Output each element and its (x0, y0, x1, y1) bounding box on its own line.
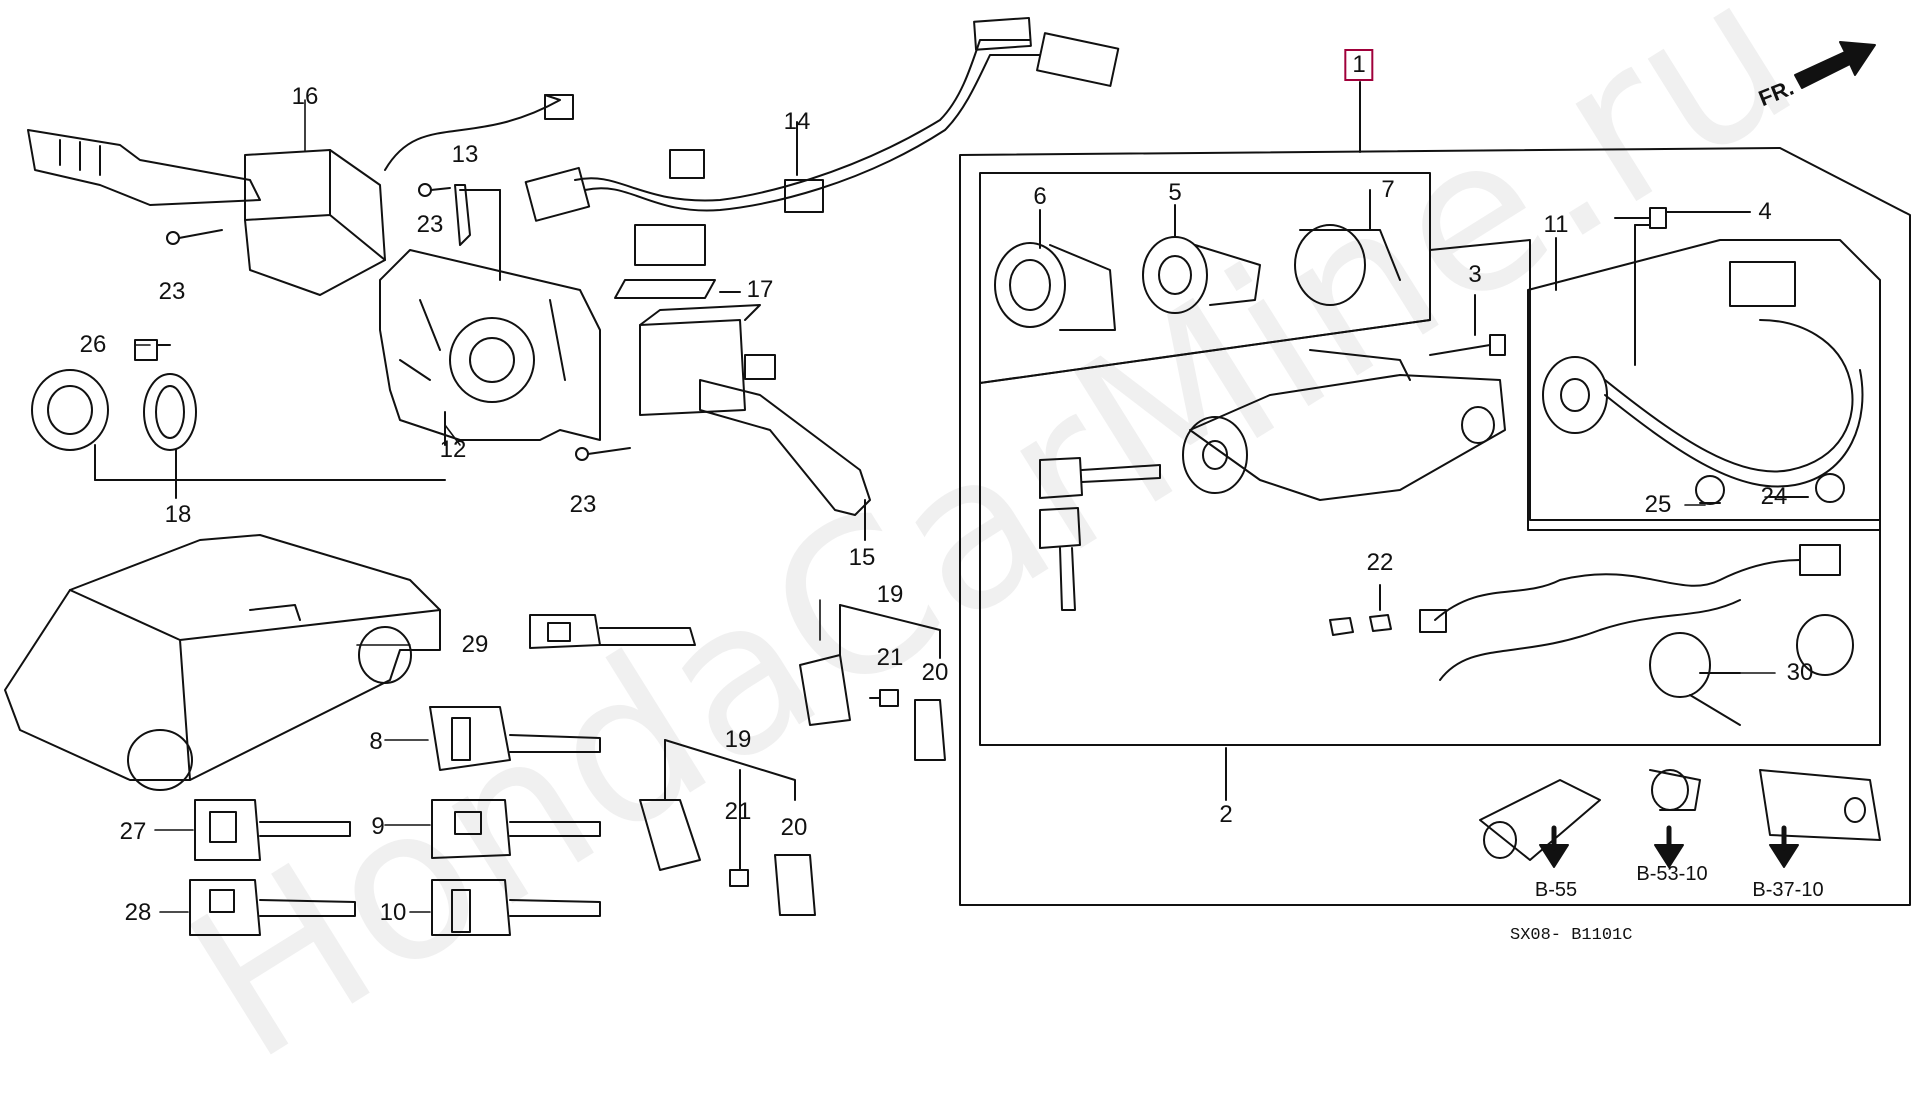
wire-harness-14 (524, 16, 1120, 266)
bolt-26 (134, 339, 171, 361)
pad-17 (614, 279, 741, 299)
lock-cylinder-6 (994, 209, 1116, 331)
callout-1: 1 (1344, 49, 1374, 81)
cover-7 (1294, 189, 1401, 306)
reference-b37-10: B-37-10 (1752, 879, 1824, 901)
key-28 (189, 879, 356, 936)
front-arrow-icon (1794, 41, 1876, 89)
leader-18 (94, 444, 446, 499)
callout-5: 5 (1168, 179, 1182, 206)
screw-23-b (418, 183, 451, 197)
callout-17: 17 (746, 276, 774, 303)
key-9 (431, 799, 601, 859)
callout-20-a: 20 (921, 659, 949, 686)
callout-26: 26 (79, 331, 107, 358)
key-27 (194, 799, 351, 861)
callout-22: 22 (1366, 549, 1394, 576)
callout-21-b: 21 (724, 798, 752, 825)
callout-11: 11 (1543, 211, 1569, 238)
ring-18-b (143, 373, 197, 451)
callout-13: 13 (451, 141, 479, 168)
callout-2: 2 (1219, 801, 1233, 828)
reference-part-b37-10 (1759, 769, 1881, 868)
lock-cylinder-5 (1142, 204, 1261, 314)
callout-18: 18 (164, 501, 192, 528)
callout-23-b: 23 (416, 211, 444, 238)
screw-4 (1614, 207, 1751, 229)
clip-13 (454, 184, 471, 246)
callout-25: 25 (1644, 491, 1672, 518)
switch-19-b (639, 739, 796, 871)
callout-19-b: 19 (724, 726, 752, 753)
callout-4: 4 (1758, 198, 1772, 225)
ignition-switch-11 (1542, 224, 1864, 488)
ring-18-a (31, 369, 109, 451)
callout-30: 30 (1786, 659, 1814, 686)
cable-reel-12 (379, 189, 601, 446)
switch-19-a (799, 604, 941, 726)
key-29 (529, 614, 696, 649)
callout-14: 14 (783, 108, 811, 135)
callout-19-a: 19 (876, 581, 904, 608)
key-light-harness (1329, 544, 1841, 681)
callout-10: 10 (379, 899, 407, 926)
bolt-3 (1429, 294, 1506, 356)
callout-28: 28 (124, 899, 152, 926)
callout-20-b: 20 (780, 814, 808, 841)
callout-9: 9 (371, 813, 385, 840)
reference-part-b53-10 (1649, 769, 1701, 868)
callout-29: 29 (461, 631, 489, 658)
diagram-drawing (4, 16, 1911, 936)
vehicle-outline (4, 534, 441, 791)
cap-20-b (774, 854, 816, 916)
callout-21-a: 21 (876, 644, 904, 671)
callout-15: 15 (848, 544, 876, 571)
reference-b55: B-55 (1534, 879, 1578, 901)
callout-7: 7 (1381, 176, 1395, 203)
parts-diagram: HondaCarMine.ru (4, 0, 1911, 1108)
callout-12: 12 (439, 436, 467, 463)
reference-part-b55 (1479, 779, 1601, 868)
assembly-frame (959, 81, 1911, 906)
callout-8: 8 (369, 728, 383, 755)
callout-16: 16 (291, 83, 319, 110)
callout-27: 27 (119, 818, 147, 845)
cap-20-a (914, 699, 946, 761)
combination-switch-16 (27, 94, 574, 296)
callout-3: 3 (1468, 261, 1482, 288)
leader-lines (134, 99, 1791, 913)
key-8 (429, 706, 601, 771)
steering-lock-body (1182, 349, 1506, 501)
callout-23-c: 23 (569, 491, 597, 518)
bolt-21-a (869, 689, 899, 707)
drawing-code: SX08- B1101C (1510, 926, 1633, 945)
bolt-21-b (729, 769, 749, 887)
wiper-switch-15 (639, 304, 871, 541)
cable-tie-30 (1649, 614, 1854, 726)
clamp-25 (1695, 475, 1725, 505)
reference-b53-10: B-53-10 (1636, 863, 1708, 885)
screw-23-c (575, 447, 631, 461)
ignition-key-set (1039, 457, 1161, 611)
key-10 (431, 879, 601, 936)
callout-24: 24 (1760, 483, 1788, 510)
callout-23-a: 23 (158, 278, 186, 305)
screw-23-a (166, 229, 223, 245)
callout-6: 6 (1033, 183, 1047, 210)
